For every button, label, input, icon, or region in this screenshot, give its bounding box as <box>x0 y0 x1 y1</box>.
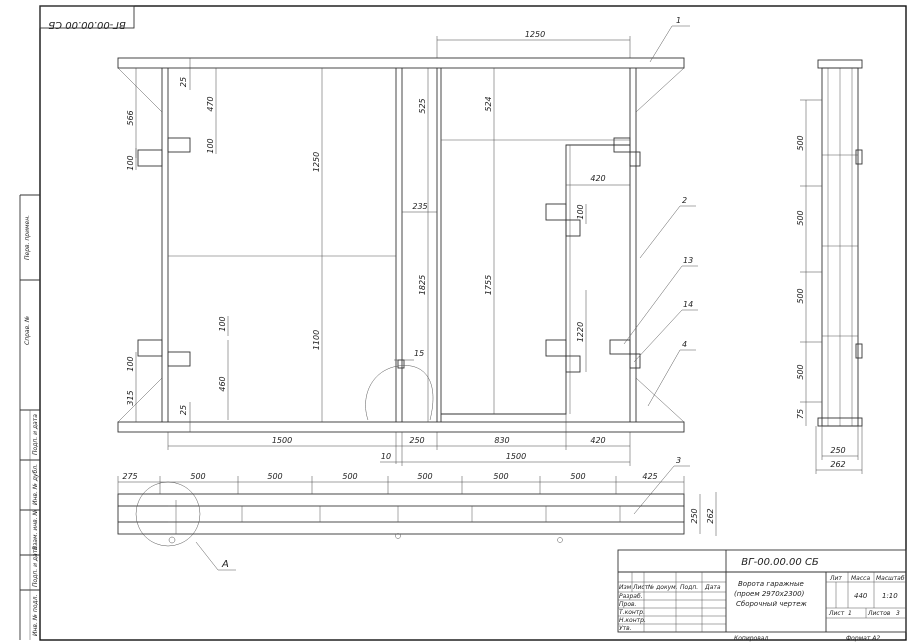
dim-566: 566 <box>126 110 135 125</box>
label-lit: Лит <box>829 575 842 582</box>
side-dimensions: 500 500 500 500 75 250 262 <box>796 99 863 474</box>
title-line-1: Ворота гаражные <box>738 580 804 588</box>
side-stamp-column: Перв. примен. Справ. № Подп. и дата Инв.… <box>19 194 40 640</box>
value-sheet: 1 <box>848 610 852 617</box>
callout-13: 13 <box>683 256 693 265</box>
dim-100-a: 100 <box>126 155 135 170</box>
dim-span-1: 500 <box>190 472 205 481</box>
side-view <box>817 59 863 427</box>
dim-1825: 1825 <box>418 275 427 295</box>
sheet-border <box>39 5 907 641</box>
row-podp: Подп. <box>680 584 698 591</box>
callout-14: 14 <box>683 300 693 309</box>
dim-side-500-1: 500 <box>796 135 805 150</box>
title-line-2: (проем 2970х2300) <box>734 590 805 598</box>
dim-1220: 1220 <box>576 322 585 342</box>
dim-side-500-2: 500 <box>796 210 805 225</box>
dim-top-1250: 1250 <box>525 30 545 39</box>
dim-420-a: 420 <box>590 174 605 183</box>
stamp-perv-primen: Перв. примен. <box>24 215 31 260</box>
dim-span-5: 500 <box>493 472 508 481</box>
callout-2: 2 <box>682 196 687 205</box>
stamp-podp-data-2: Подп. и дата <box>32 546 39 587</box>
front-view <box>117 57 685 433</box>
row-tkontr: Т.контр. <box>619 609 645 616</box>
label-format: Формат A2 <box>846 635 880 642</box>
row-list: Лист <box>632 584 649 591</box>
stamp-podp-data-1: Подп. и дата <box>32 414 39 455</box>
dim-side-75: 75 <box>796 409 805 419</box>
row-utv: Утв. <box>619 625 632 632</box>
label-scale: Масштаб <box>876 575 905 582</box>
dim-524: 524 <box>484 96 493 111</box>
label-sheets: Листов <box>867 610 891 617</box>
dim-235: 235 <box>412 202 427 211</box>
dim-span-3: 500 <box>342 472 357 481</box>
stamp-inv-dubl: Инв. № дубл. <box>32 464 39 505</box>
callout-3: 3 <box>676 456 681 465</box>
dim-25-b: 25 <box>179 405 188 415</box>
dim-bottom-1500: 1500 <box>272 436 292 445</box>
dim-bottom-250: 250 <box>409 436 424 445</box>
callout-1: 1 <box>676 16 681 25</box>
dim-460: 460 <box>218 376 227 391</box>
dim-side-262: 262 <box>830 460 845 469</box>
dim-span-4: 500 <box>417 472 432 481</box>
dim-100-e: 100 <box>126 356 135 371</box>
dim-bottom-1500b: 1500 <box>506 452 526 461</box>
title-block: ВГ-00.00.00 СБ Ворота гаражные (проем 29… <box>617 549 907 633</box>
dim-275: 275 <box>122 472 137 481</box>
callout-A: A <box>221 559 229 570</box>
row-nkontr: Н.контр. <box>619 617 646 624</box>
dim-side-250: 250 <box>830 446 845 455</box>
dim-262-plan: 262 <box>706 508 715 523</box>
dim-470: 470 <box>206 96 215 111</box>
title-line-3: Сборочный чертеж <box>736 600 807 608</box>
row-doc: № докум. <box>647 584 678 591</box>
code-stamp-text: ВГ-00.00.00 СБ <box>48 19 126 30</box>
dim-425: 425 <box>642 472 657 481</box>
dim-525: 525 <box>418 98 427 113</box>
value-mass: 440 <box>854 592 868 600</box>
dim-100-c: 100 <box>576 204 585 219</box>
dim-25-a: 25 <box>179 77 188 87</box>
dim-1250-v: 1250 <box>312 152 321 172</box>
label-copied: Копировал <box>734 635 768 642</box>
dim-span-2: 500 <box>267 472 282 481</box>
dim-1755: 1755 <box>484 275 493 295</box>
dim-side-500-3: 500 <box>796 288 805 303</box>
stamp-sprav: Справ. № <box>24 316 31 345</box>
dim-100-d: 100 <box>218 316 227 331</box>
stamp-vzam-inv: Взам. инв. № <box>32 509 39 550</box>
dim-side-500-4: 500 <box>796 364 805 379</box>
dim-15: 15 <box>414 349 424 358</box>
plan-view <box>117 481 685 547</box>
label-mass: Масса <box>851 575 870 582</box>
callout-4: 4 <box>682 340 687 349</box>
plan-dimensions: 275 500 500 500 500 500 500 425 250 262 <box>117 472 717 536</box>
front-dimensions: 1250 566 100 25 470 100 1250 1100 525 52… <box>126 30 631 466</box>
dim-span-6: 500 <box>570 472 585 481</box>
code-stamp-box <box>39 5 135 29</box>
title-code: ВГ-00.00.00 СБ <box>741 557 819 568</box>
stamp-inv-podl: Инв. № подл. <box>32 595 39 636</box>
value-sheets: 3 <box>896 610 900 617</box>
dim-100-b: 100 <box>206 138 215 153</box>
value-scale: 1:10 <box>882 592 898 600</box>
dim-315: 315 <box>126 390 135 405</box>
dim-bottom-10: 10 <box>381 452 391 461</box>
row-izm: Изм <box>619 584 632 591</box>
row-razrab: Разраб. <box>619 593 643 600</box>
row-data: Дата <box>704 584 721 591</box>
label-sheet: Лист <box>828 610 845 617</box>
callouts: 1 2 13 14 4 3 A <box>195 16 698 571</box>
dim-bottom-830: 830 <box>494 436 509 445</box>
dim-bottom-420: 420 <box>590 436 605 445</box>
dim-250-plan: 250 <box>690 508 699 523</box>
row-prov: Пров. <box>619 601 637 608</box>
dim-1100: 1100 <box>312 330 321 350</box>
